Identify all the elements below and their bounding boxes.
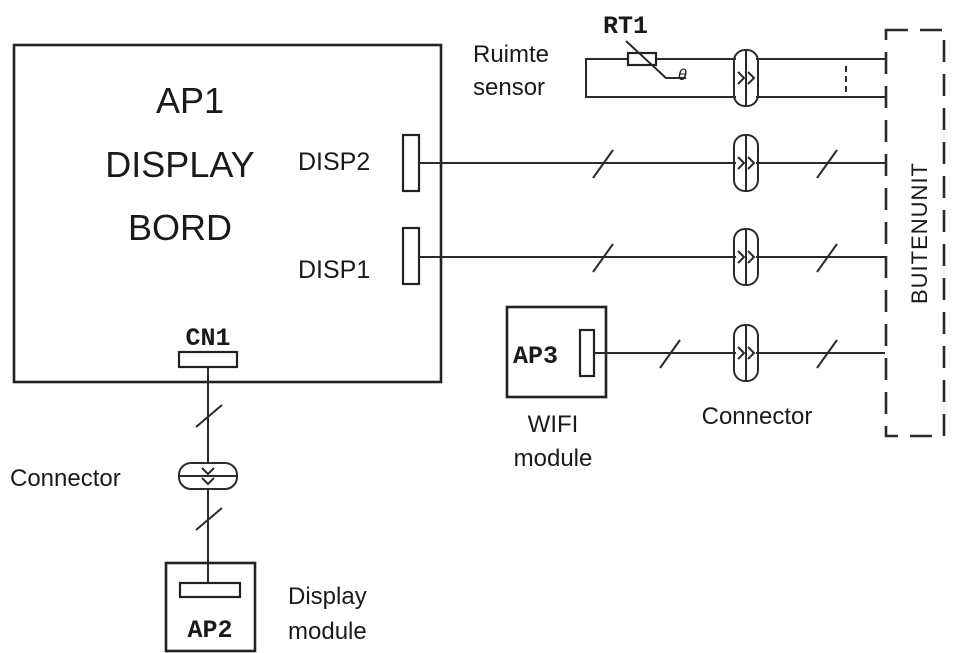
cn1-label: CN1 <box>185 324 230 353</box>
ap3-wifi-module: AP3 WIFI module <box>505 305 885 472</box>
disp2-bus-mark-1 <box>592 149 614 179</box>
connector-disp1 <box>733 228 759 286</box>
sensor-label-line2: sensor <box>473 74 545 101</box>
ap1-display-board: AP1 DISPLAY BORD DISP2 DISP1 CN1 <box>12 43 443 384</box>
connector-sensor-arrow-2 <box>747 71 756 85</box>
connector-disp1-arrow-2 <box>747 250 756 264</box>
ap3-bus-mark-1 <box>659 339 681 369</box>
ap1-box <box>12 43 443 384</box>
connector-disp2-arrow-1 <box>737 156 746 170</box>
ap2-display-module: AP2 Display module <box>164 561 367 653</box>
connector-disp1-arrow-1 <box>737 250 746 264</box>
ap3-bus-mark-2 <box>816 339 838 369</box>
connector-sensor-arrow-1 <box>737 71 746 85</box>
room-sensor: RT1 Ruimte sensor θ <box>473 12 885 101</box>
connector-ap3-arrow-2 <box>747 346 756 360</box>
wifi-label-line2: module <box>514 445 593 472</box>
connector-sensor <box>733 49 759 107</box>
connector-cn1-arrow-1 <box>201 467 215 476</box>
ap1-label: AP1 <box>156 80 224 121</box>
thermistor-slash <box>625 40 686 79</box>
disp2-wire <box>419 149 885 179</box>
disp1-wire <box>419 243 885 273</box>
disp2-terminal <box>401 133 421 193</box>
connector-disp2-arrow-2 <box>747 156 756 170</box>
cn1-terminal <box>177 350 239 369</box>
disp2-bus-mark-2 <box>816 149 838 179</box>
ap2-box <box>164 561 257 653</box>
disp1-label: DISP1 <box>298 256 370 284</box>
connector-ap3 <box>733 324 759 382</box>
wifi-label-line1: WIFI <box>528 411 579 438</box>
ap3-terminal <box>578 328 596 378</box>
sensor-label-line1: Ruimte <box>473 41 549 68</box>
ap2-label: AP2 <box>187 616 232 645</box>
connector-cn1-arrow-2 <box>201 477 215 486</box>
cn1-wire: Connector <box>10 367 238 583</box>
cn1-bus-mark-2 <box>195 507 223 531</box>
connector-ap3-arrow-1 <box>737 346 746 360</box>
cn1-bus-mark-1 <box>195 404 223 428</box>
disp1-bus-mark-1 <box>592 243 614 273</box>
outdoor-unit: BUITENUNIT <box>884 28 946 438</box>
outdoor-unit-label: BUITENUNIT <box>907 162 932 304</box>
display-module-line1: Display <box>288 583 367 610</box>
disp2-label: DISP2 <box>298 148 370 176</box>
connector-right-label: Connector <box>702 403 813 430</box>
right-connectors: Connector <box>702 49 813 430</box>
thermistor-theta: θ <box>678 67 687 84</box>
ap1-display-label: DISPLAY <box>105 144 254 185</box>
rt1-label: RT1 <box>603 12 648 41</box>
ap2-terminal <box>178 581 242 599</box>
disp1-bus-mark-2 <box>816 243 838 273</box>
display-module-line2: module <box>288 618 367 645</box>
ap3-label: AP3 <box>513 342 558 371</box>
connector-disp2 <box>733 134 759 192</box>
connector-cn1 <box>178 462 238 490</box>
ap1-bord-label: BORD <box>128 207 232 248</box>
connector-left-label: Connector <box>10 465 121 492</box>
sensor-loop-wire <box>585 58 736 98</box>
disp1-terminal <box>401 226 421 286</box>
outdoor-unit-box <box>884 28 946 438</box>
